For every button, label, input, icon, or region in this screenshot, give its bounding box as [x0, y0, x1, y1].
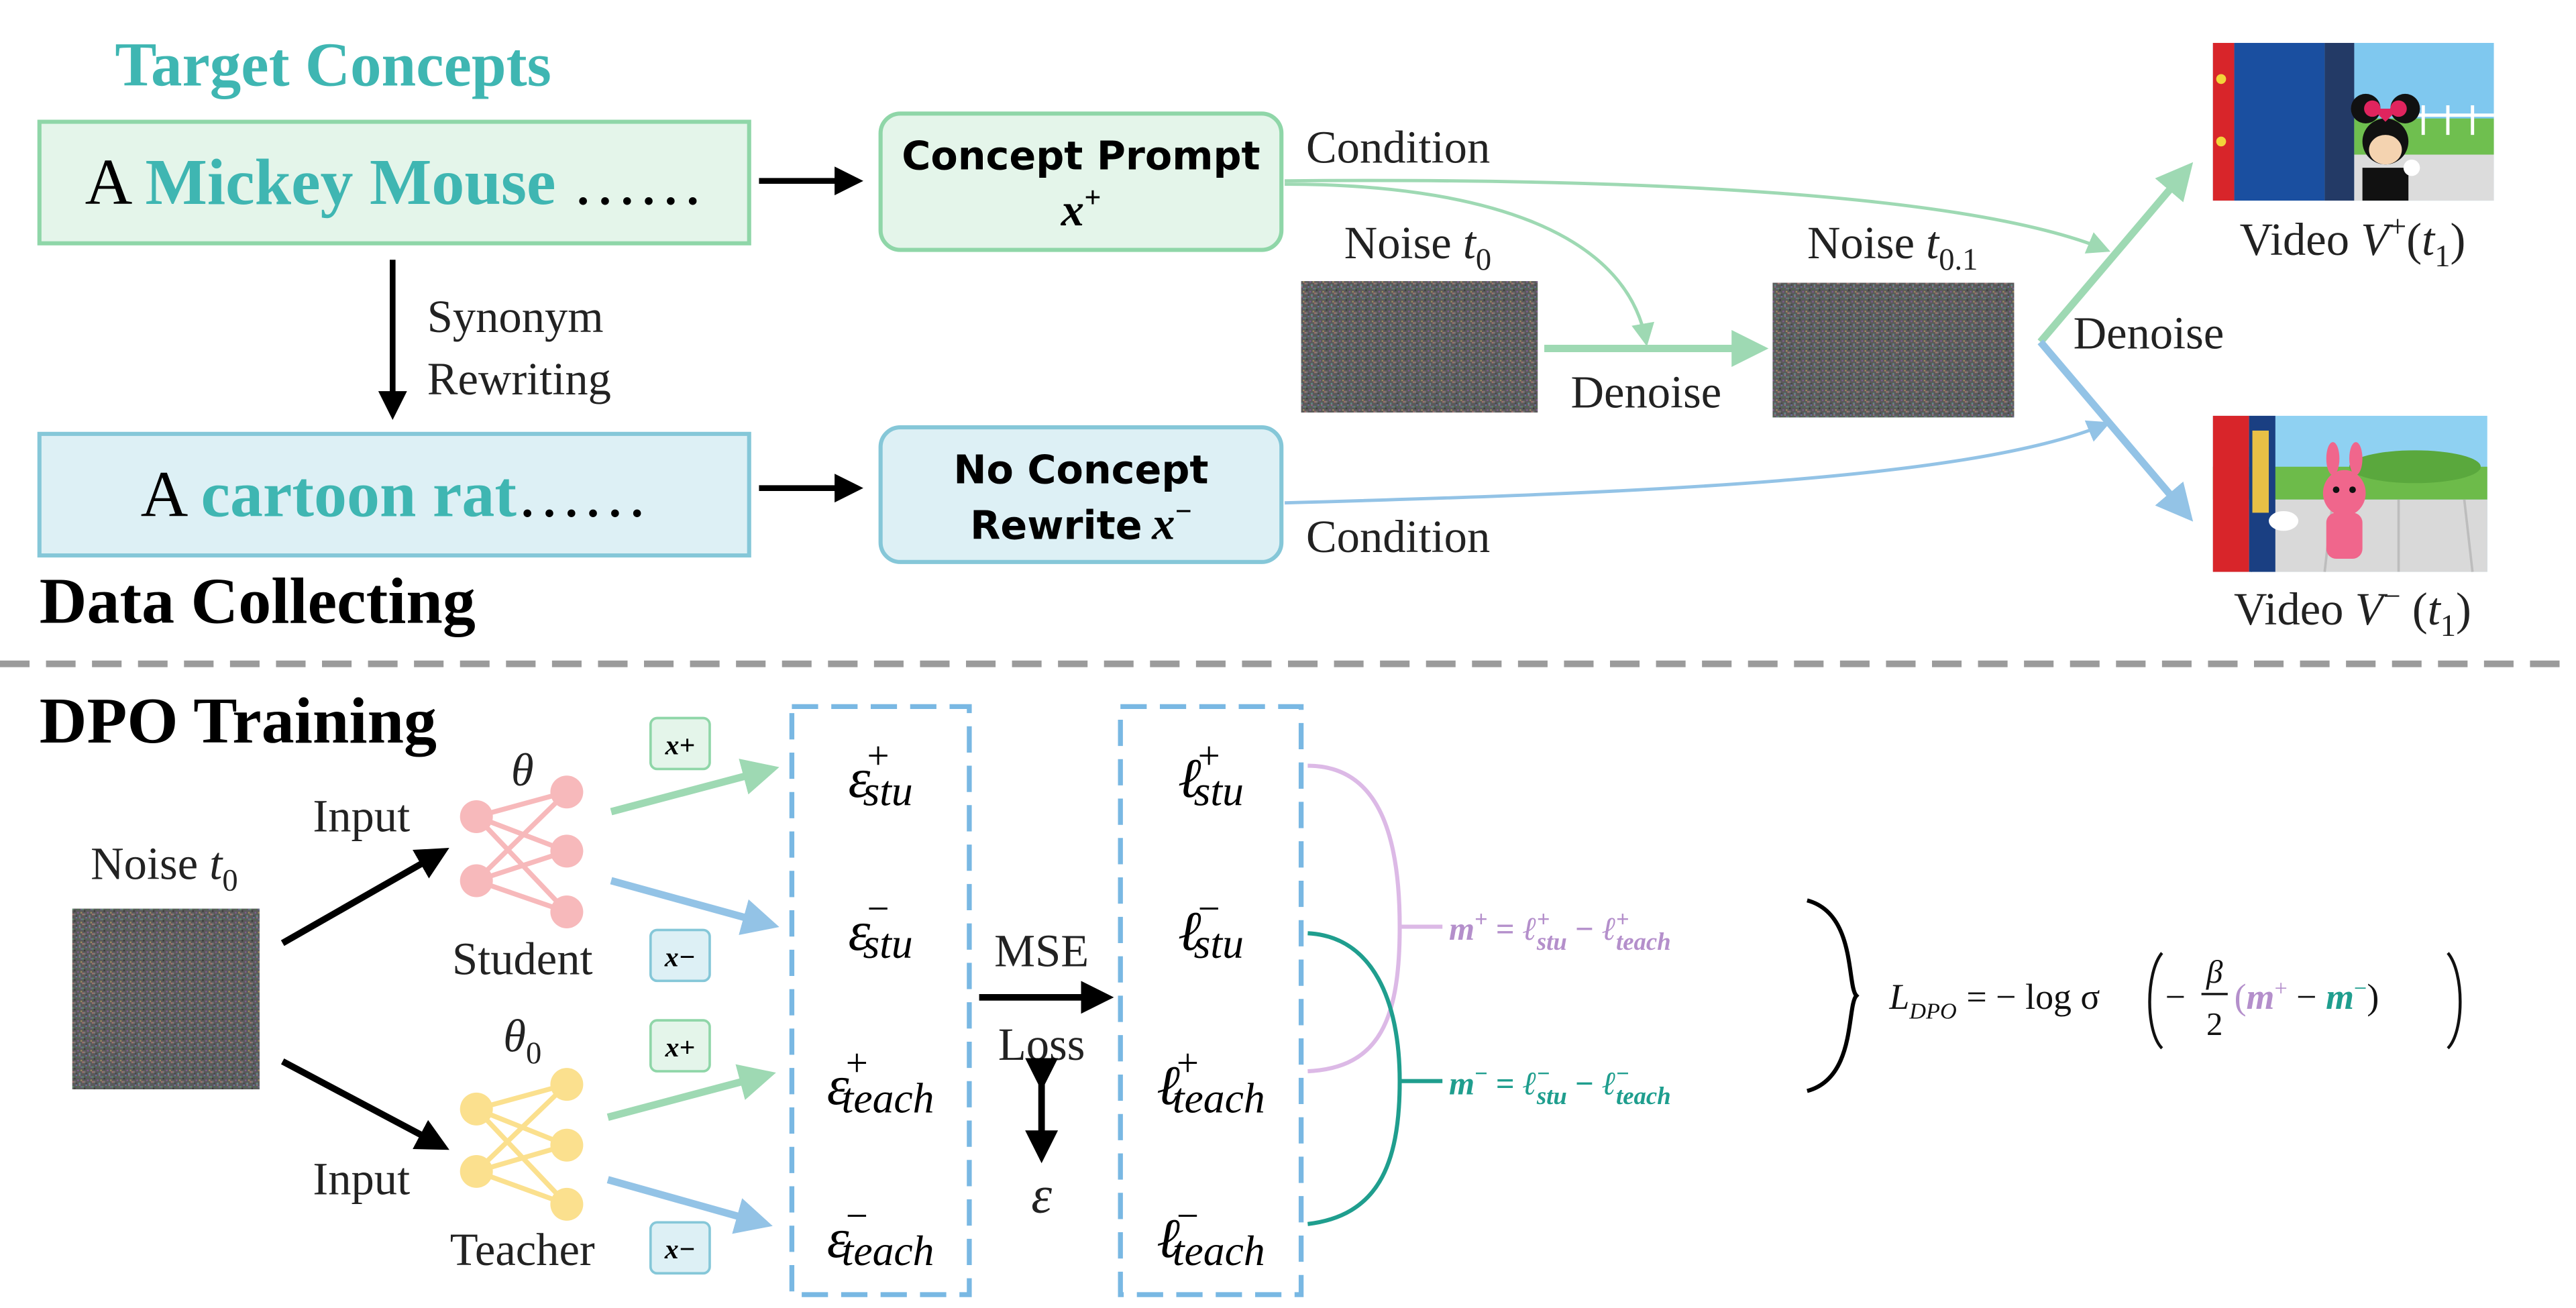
prompt-text-mickey: A Mickey Mouse ……	[85, 146, 704, 219]
epsilon-dashed-box	[789, 704, 972, 1297]
epsilon-teach-plus: ε+teach	[827, 1041, 934, 1122]
video-thumbnail-negative	[2212, 415, 2487, 572]
video-positive-label: Video V+(t1)	[2240, 210, 2466, 274]
loss-dashed-box	[1118, 704, 1304, 1297]
prompt-text-cartoon-rat: A cartoon rat……	[141, 458, 648, 531]
svg-text:x+: x+	[665, 730, 696, 761]
teacher-network-icon	[460, 1068, 584, 1221]
svg-text:No Concept: No Concept	[953, 446, 1208, 492]
svg-text:Concept Prompt: Concept Prompt	[902, 133, 1260, 179]
equation-brace	[1807, 898, 1860, 1093]
epsilon-stu-minus: ε−stu	[849, 887, 913, 967]
loss-teach-plus: ℓ+teach	[1157, 1041, 1265, 1122]
input-arrow-teacher	[280, 1058, 449, 1150]
noise-t0-label: Noise t0	[1344, 217, 1491, 277]
student-network-icon	[460, 775, 584, 928]
loss-stu-plus: ℓ+stu	[1178, 734, 1244, 814]
svg-text:x+: x+	[665, 1032, 696, 1063]
badge-x-plus-student: x+	[649, 716, 711, 771]
loss-teach-minus: ℓ−teach	[1157, 1194, 1265, 1274]
svg-text:Rewrite x−: Rewrite x−	[970, 495, 1192, 549]
condition-curve-top-short	[1285, 182, 1654, 347]
data-collecting-title: Data Collecting	[40, 565, 476, 637]
condition-curve-bottom	[1285, 420, 2110, 505]
denoise-label-right: Denoise	[2074, 307, 2224, 358]
prompt-box-cartoon-rat: A cartoon rat……	[37, 431, 751, 558]
denoise-branch-down	[2037, 339, 2194, 522]
svg-text:x+: x+	[1061, 181, 1101, 235]
arrow-teacher-pos	[606, 1064, 776, 1121]
no-concept-rewrite-box: No Concept Rewrite x−	[878, 425, 1284, 564]
theta-student: θ	[511, 745, 534, 796]
arrow-teacher-neg	[606, 1176, 773, 1234]
epsilon-ground-truth: ε	[1031, 1166, 1052, 1224]
svg-text:−: −	[2165, 977, 2186, 1017]
denoise-label-middle: Denoise	[1571, 367, 1722, 418]
input-label-top: Input	[313, 790, 410, 841]
svg-text:2: 2	[2206, 1005, 2222, 1042]
theta-teacher: θ0	[503, 1011, 541, 1071]
connector-m-plus	[1307, 763, 1402, 1074]
epsilon-stu-plus: ε+stu	[849, 734, 913, 814]
svg-text:x−: x−	[664, 1234, 696, 1265]
noise-image-t01	[1772, 282, 2015, 418]
svg-text:(m+ − m−): (m+ − m−)	[2235, 975, 2379, 1017]
svg-text:β: β	[2206, 953, 2223, 990]
loss-label: Loss	[998, 1019, 1085, 1070]
condition-label-bottom: Condition	[1306, 511, 1490, 562]
connector-m-minus	[1307, 931, 1402, 1226]
video-negative-label: Video V− (t1)	[2234, 580, 2471, 643]
target-concepts-title: Target Concepts	[115, 31, 551, 100]
input-label-bottom: Input	[313, 1154, 410, 1205]
arrow-student-pos	[610, 759, 780, 816]
input-arrow-student	[280, 848, 449, 946]
m-plus-equation: m+ = ℓ+stu − ℓ+teach	[1449, 907, 1671, 955]
badge-x-minus-teacher: x−	[649, 1221, 711, 1275]
concept-prompt-box: Concept Prompt x+	[878, 111, 1284, 252]
dpo-noise-image	[72, 908, 260, 1089]
loss-stu-minus: ℓ−stu	[1178, 887, 1244, 967]
mse-label: MSE	[994, 925, 1089, 976]
m-minus-equation: m− = ℓ−stu − ℓ−teach	[1449, 1061, 1671, 1109]
l-dpo-formula: LDPO= − log σ − β 2 (m+ − m−)	[1888, 952, 2462, 1050]
synonym-label-2: Rewriting	[427, 353, 611, 404]
dpo-training-title: DPO Training	[40, 685, 437, 757]
condition-label-top: Condition	[1306, 122, 1490, 173]
video-thumbnail-positive	[2212, 42, 2494, 201]
prompt-box-mickey: A Mickey Mouse ……	[37, 119, 751, 246]
badge-x-plus-teacher: x+	[649, 1019, 711, 1073]
condition-curve-top-long	[1285, 178, 2110, 254]
arrow-student-neg	[610, 877, 780, 935]
noise-t01-label: Noise t0.1	[1807, 217, 1978, 277]
synonym-label-1: Synonym	[427, 291, 604, 342]
denoise-branch-up	[2037, 162, 2194, 345]
teacher-label: Teacher	[450, 1224, 595, 1275]
student-label: Student	[452, 934, 593, 985]
noise-image-t0	[1301, 281, 1538, 413]
badge-x-minus-student: x−	[649, 928, 711, 983]
dpo-noise-t0-label: Noise t0	[91, 838, 237, 898]
epsilon-teach-minus: ε−teach	[827, 1194, 934, 1274]
svg-text:LDPO= − log σ: LDPO= − log σ	[1888, 977, 2100, 1024]
svg-text:x−: x−	[664, 942, 696, 973]
